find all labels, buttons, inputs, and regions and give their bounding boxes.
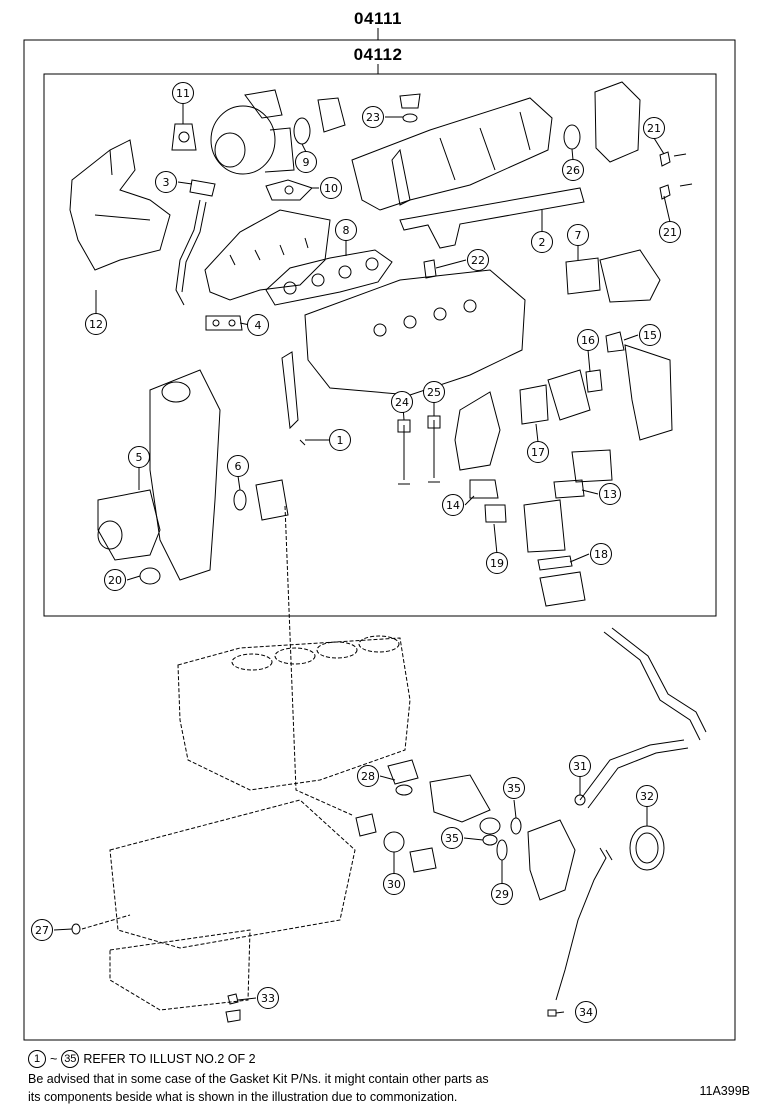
ref-start-callout: 1 <box>28 1050 46 1068</box>
callout-label: 2 <box>539 236 546 249</box>
callout-label: 10 <box>324 182 338 195</box>
callout-8: 8 <box>335 219 357 241</box>
callout-label: 34 <box>579 1006 593 1019</box>
callout-label: 35 <box>445 832 459 845</box>
callout-label: 14 <box>446 499 460 512</box>
callout-label: 16 <box>581 334 595 347</box>
callout-26: 26 <box>562 159 584 181</box>
ref-text: REFER TO ILLUST NO.2 OF 2 <box>83 1052 256 1066</box>
callout-35: 35 <box>503 777 525 799</box>
callout-label: 7 <box>575 229 582 242</box>
callout-label: 24 <box>395 396 409 409</box>
callout-label: 9 <box>303 156 310 169</box>
callout-20: 20 <box>104 569 126 591</box>
callout-label: 11 <box>176 87 190 100</box>
illustration-code: 11A399B <box>699 1084 750 1098</box>
callout-29: 29 <box>491 883 513 905</box>
callout-label: 26 <box>566 164 580 177</box>
callout-label: 23 <box>366 111 380 124</box>
callout-label: 12 <box>89 318 103 331</box>
callout-4: 4 <box>247 314 269 336</box>
callout-7: 7 <box>567 224 589 246</box>
callout-24: 24 <box>391 391 413 413</box>
callout-10: 10 <box>320 177 342 199</box>
callout-label: 21 <box>663 226 677 239</box>
inner-kit-frame <box>43 73 717 617</box>
callout-1: 1 <box>329 429 351 451</box>
callout-27: 27 <box>31 919 53 941</box>
callout-label: 28 <box>361 770 375 783</box>
callout-23: 23 <box>362 106 384 128</box>
callout-16: 16 <box>577 329 599 351</box>
outer-kit-frame <box>23 39 736 1041</box>
callout-label: 15 <box>643 329 657 342</box>
callout-label: 18 <box>594 548 608 561</box>
callout-label: 5 <box>136 451 143 464</box>
outer-kit-code: 04111 <box>354 9 402 28</box>
callout-label: 3 <box>163 176 170 189</box>
leader-lines <box>53 101 671 1014</box>
callout-21: 21 <box>643 117 665 139</box>
callout-label: 29 <box>495 888 509 901</box>
callout-label: 17 <box>531 446 545 459</box>
callout-33: 33 <box>257 987 279 1009</box>
callout-label: 31 <box>573 760 587 773</box>
callout-label: 33 <box>261 992 275 1005</box>
callout-21: 21 <box>659 221 681 243</box>
callout-28: 28 <box>357 765 379 787</box>
callout-label: 13 <box>603 488 617 501</box>
advisory-note-line-1: Be advised that in some case of the Gask… <box>28 1072 489 1086</box>
callout-label: 30 <box>387 878 401 891</box>
callout-15: 15 <box>639 324 661 346</box>
callout-17: 17 <box>527 441 549 463</box>
inner-kit-code: 04112 <box>354 45 403 64</box>
callout-12: 12 <box>85 313 107 335</box>
callout-31: 31 <box>569 755 591 777</box>
callout-label: 27 <box>35 924 49 937</box>
callout-34: 34 <box>575 1001 597 1023</box>
callout-30: 30 <box>383 873 405 895</box>
callout-label: 25 <box>427 386 441 399</box>
callout-label: 19 <box>490 557 504 570</box>
callout-label: 22 <box>471 254 485 267</box>
callout-5: 5 <box>128 446 150 468</box>
part-illustrations <box>69 81 707 1023</box>
ref-end-callout: 35 <box>61 1050 80 1068</box>
callout-19: 19 <box>486 552 508 574</box>
part-callouts: 1234567891011121314151617181920212122232… <box>31 82 681 1023</box>
callout-label: 20 <box>108 574 122 587</box>
callout-label: 35 <box>507 782 521 795</box>
callout-label: 6 <box>235 460 242 473</box>
callout-label: 32 <box>640 790 654 803</box>
reference-note: 1 ~ 35 REFER TO ILLUST NO.2 OF 2 <box>28 1050 256 1068</box>
callout-label: 4 <box>255 319 262 332</box>
callout-9: 9 <box>295 151 317 173</box>
callout-3: 3 <box>155 171 177 193</box>
callout-label: 21 <box>647 122 661 135</box>
callout-11: 11 <box>172 82 194 104</box>
callout-22: 22 <box>467 249 489 271</box>
callout-35: 35 <box>441 827 463 849</box>
callout-label: 1 <box>337 434 344 447</box>
callout-13: 13 <box>599 483 621 505</box>
callout-label: 8 <box>343 224 350 237</box>
ref-tilde: ~ <box>50 1052 58 1066</box>
callout-2: 2 <box>531 231 553 253</box>
callout-18: 18 <box>590 543 612 565</box>
callout-14: 14 <box>442 494 464 516</box>
callout-6: 6 <box>227 455 249 477</box>
callout-32: 32 <box>636 785 658 807</box>
advisory-note-line-2: its components beside what is shown in t… <box>28 1090 458 1104</box>
callout-25: 25 <box>423 381 445 403</box>
